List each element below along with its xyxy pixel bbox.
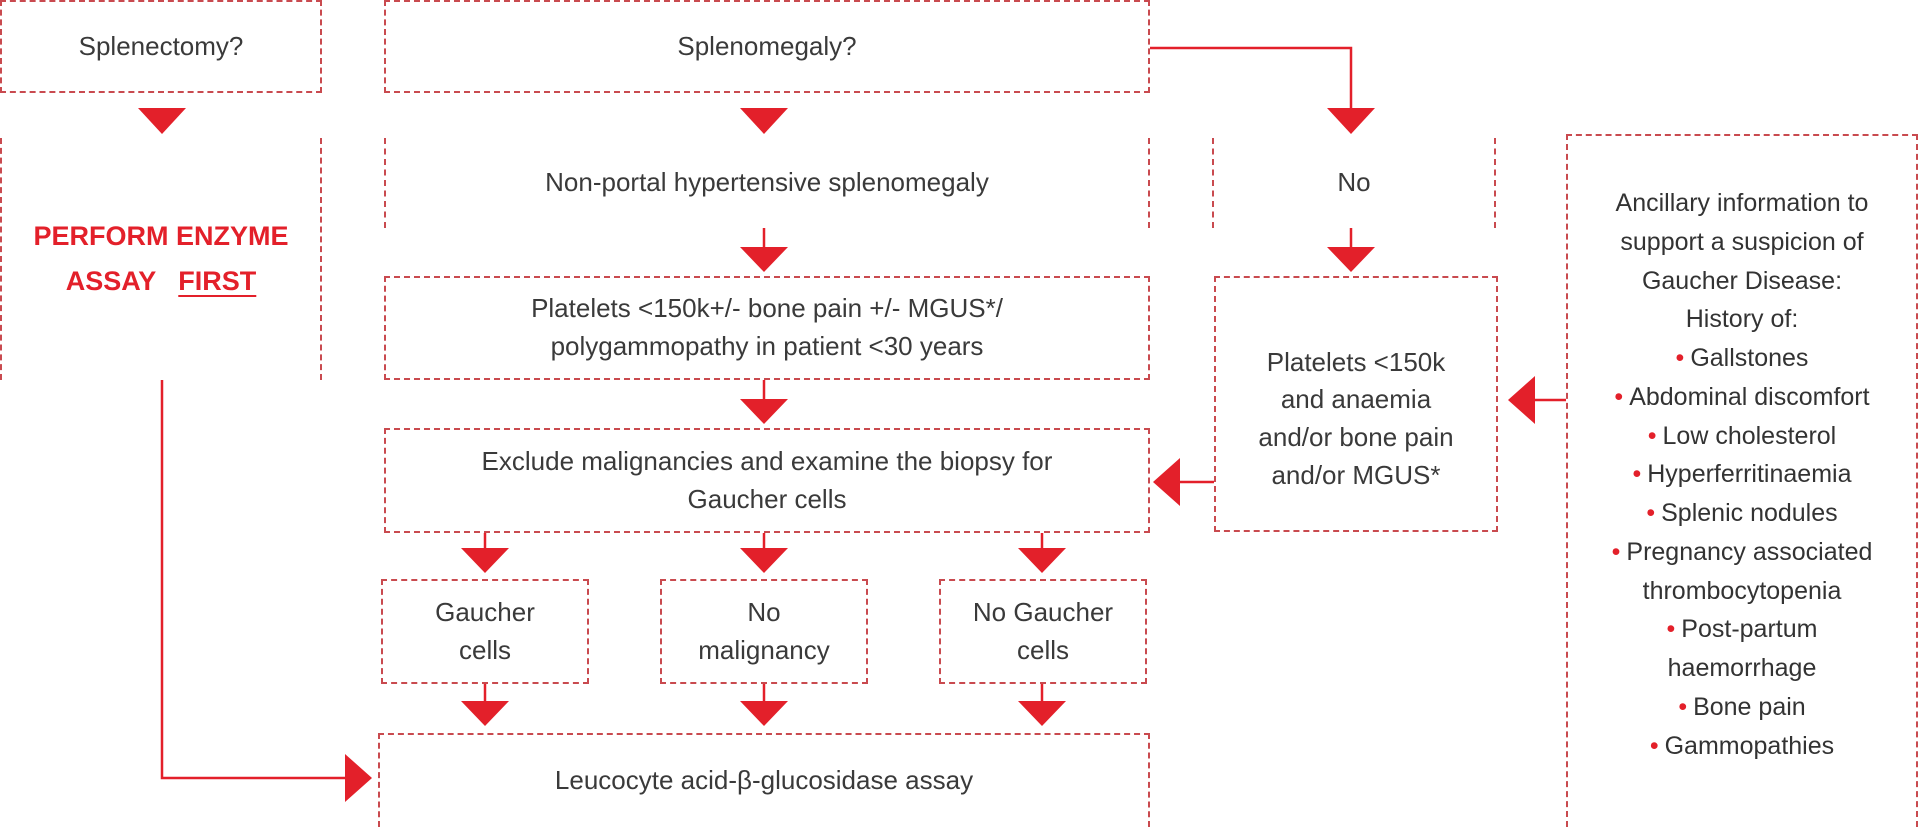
ancillary-item-text: Low cholesterol — [1662, 421, 1837, 450]
connector-enzyme-assay — [160, 380, 345, 780]
arrow-down — [1327, 108, 1375, 134]
perform-title-assay: ASSAY — [65, 266, 156, 296]
arrow-down — [1327, 247, 1375, 272]
perform-title-first: FIRST — [178, 266, 257, 296]
bullet-icon: • — [1678, 692, 1688, 721]
leucocyte-assay-node: Leucocyte acid-β-glucosidase assay — [378, 733, 1150, 827]
ancillary-list: •Gallstones•Abdominal discomfort•Low cho… — [1612, 339, 1873, 765]
ancillary-history-label: History of: — [1685, 305, 1799, 334]
arrow-down — [138, 108, 186, 134]
splenomegaly-label: Splenomegaly? — [677, 30, 857, 61]
arrow-left — [1508, 376, 1535, 424]
platelets-right-line3: and/or bone pain — [1258, 422, 1454, 452]
arrow-down — [461, 548, 509, 573]
splenectomy-label: Splenectomy? — [78, 30, 244, 61]
ancillary-item-text: Splenic nodules — [1661, 499, 1838, 527]
ancillary-item: •Abdominal discomfort — [1612, 378, 1873, 417]
bullet-icon: • — [1611, 537, 1621, 566]
arrow-down — [1018, 701, 1066, 726]
bullet-icon: • — [1675, 344, 1685, 372]
platelets-left-line1: Platelets <150k+/- bone pain +/- MGUS*/ — [531, 293, 1003, 324]
no-label: No — [1337, 167, 1371, 198]
arrow-left — [1153, 458, 1180, 506]
ancillary-item: •Gammopathies — [1612, 727, 1873, 766]
no-gaucher-line2: cells — [1016, 634, 1069, 665]
ancillary-item: haemorrhage — [1612, 649, 1873, 688]
ancillary-item: •Hyperferritinaemia — [1612, 455, 1873, 494]
perform-title-line1: PERFORM ENZYME — [33, 221, 289, 252]
ancillary-heading-line3: Gaucher Disease: — [1641, 266, 1843, 295]
ancillary-item-text: Post-partum — [1681, 615, 1818, 644]
non-portal-node: Non-portal hypertensive splenomegaly — [384, 138, 1150, 228]
no-malignancy-line1: No — [747, 596, 781, 627]
arrow-down — [461, 701, 509, 726]
ancillary-item-text: Pregnancy associated — [1626, 537, 1873, 566]
perform-enzyme-assay-node: PERFORM ENZYME ASSAY FIRST — [0, 138, 322, 380]
no-gaucher-line1: No Gaucher — [972, 596, 1114, 627]
arrow-right — [345, 754, 372, 802]
arrow-down — [740, 548, 788, 573]
bullet-icon: • — [1647, 421, 1657, 450]
platelets-right-line1: Platelets <150k — [1266, 346, 1446, 377]
ancillary-item-text: Hyperferritinaemia — [1647, 460, 1852, 489]
exclude-malignancies-node: Exclude malignancies and examine the bio… — [384, 428, 1150, 533]
exclude-line2: Gaucher cells — [687, 483, 847, 514]
ancillary-item-text: haemorrhage — [1667, 654, 1817, 682]
ancillary-item-text: thrombocytopenia — [1642, 576, 1842, 605]
bullet-icon: • — [1646, 499, 1656, 527]
splenomegaly-node: Splenomegaly? — [384, 0, 1150, 93]
bullet-icon: • — [1614, 382, 1624, 411]
ancillary-item: •Bone pain — [1612, 688, 1873, 727]
ancillary-heading-line1: Ancillary information to — [1615, 189, 1869, 217]
platelets-left-node: Platelets <150k+/- bone pain +/- MGUS*/ … — [384, 276, 1150, 380]
ancillary-item: •Gallstones — [1612, 339, 1873, 378]
ancillary-heading-line2: support a suspicion of — [1620, 227, 1864, 256]
platelets-left-line2: polygammopathy in patient <30 years — [550, 331, 984, 361]
platelets-right-node: Platelets <150k and anaemia and/or bone … — [1214, 276, 1498, 532]
no-node: No — [1212, 138, 1496, 228]
gaucher-line1: Gaucher — [435, 596, 535, 627]
bullet-icon: • — [1632, 460, 1642, 489]
platelets-right-line2: and anaemia — [1280, 384, 1432, 415]
no-malignancy-line2: malignancy — [698, 634, 830, 665]
bullet-icon: • — [1649, 731, 1659, 760]
arrow-down — [740, 247, 788, 272]
ancillary-item: •Post-partum — [1612, 610, 1873, 649]
gaucher-line2: cells — [458, 634, 511, 665]
gaucher-cells-node: Gaucher cells — [381, 579, 589, 684]
perform-title-line2: ASSAY FIRST — [66, 259, 257, 304]
ancillary-info-node: Ancillary information to support a suspi… — [1566, 134, 1918, 827]
bullet-icon: • — [1666, 615, 1676, 644]
splenectomy-node: Splenectomy? — [0, 0, 322, 93]
ancillary-item: thrombocytopenia — [1612, 572, 1873, 611]
exclude-line1: Exclude malignancies and examine the bio… — [481, 445, 1053, 476]
arrow-down — [740, 701, 788, 726]
arrow-down — [740, 399, 788, 424]
ancillary-item-text: Bone pain — [1693, 692, 1806, 721]
arrow-down — [740, 108, 788, 134]
ancillary-item: •Low cholesterol — [1612, 417, 1873, 456]
ancillary-item-text: Gallstones — [1690, 344, 1809, 372]
ancillary-item: •Pregnancy associated — [1612, 533, 1873, 572]
leucocyte-assay-label: Leucocyte acid-β-glucosidase assay — [554, 765, 974, 796]
ancillary-item: •Splenic nodules — [1612, 494, 1873, 533]
non-portal-label: Non-portal hypertensive splenomegaly — [545, 167, 989, 198]
no-malignancy-node: No malignancy — [660, 579, 868, 684]
ancillary-item-text: Gammopathies — [1664, 731, 1835, 760]
connector-splenomegaly-no — [1150, 46, 1353, 108]
platelets-right-line4: and/or MGUS* — [1271, 459, 1441, 490]
no-gaucher-cells-node: No Gaucher cells — [939, 579, 1147, 684]
ancillary-item-text: Abdominal discomfort — [1629, 382, 1870, 411]
arrow-down — [1018, 548, 1066, 573]
